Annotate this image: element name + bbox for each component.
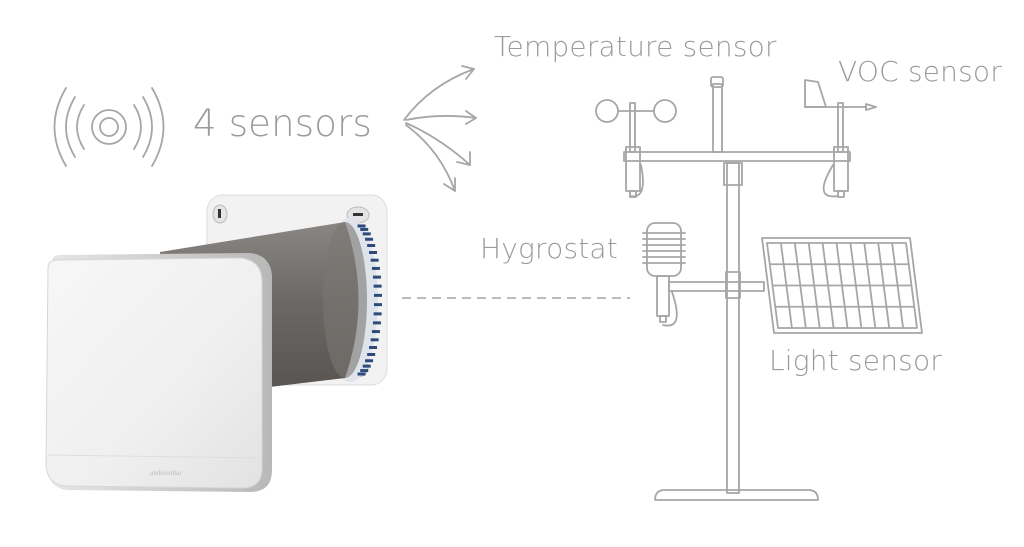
solar-panel-icon: [761, 237, 923, 334]
light-sensor-label: Light sensor: [769, 344, 942, 377]
voc-sensor-label: VOC sensor: [838, 55, 1002, 88]
sensor-count-label: 4 sensors: [193, 102, 372, 145]
hygrostat-label: Hygrostat: [480, 232, 618, 265]
wireless-signal-icon: [53, 87, 165, 167]
brand-mark: ambientika: [150, 469, 182, 477]
weather-station-icon: [595, 76, 923, 501]
arrows-icon: [403, 65, 477, 192]
temperature-sensor-label: Temperature sensor: [494, 30, 777, 63]
front-cover: ambientika: [45, 253, 272, 492]
